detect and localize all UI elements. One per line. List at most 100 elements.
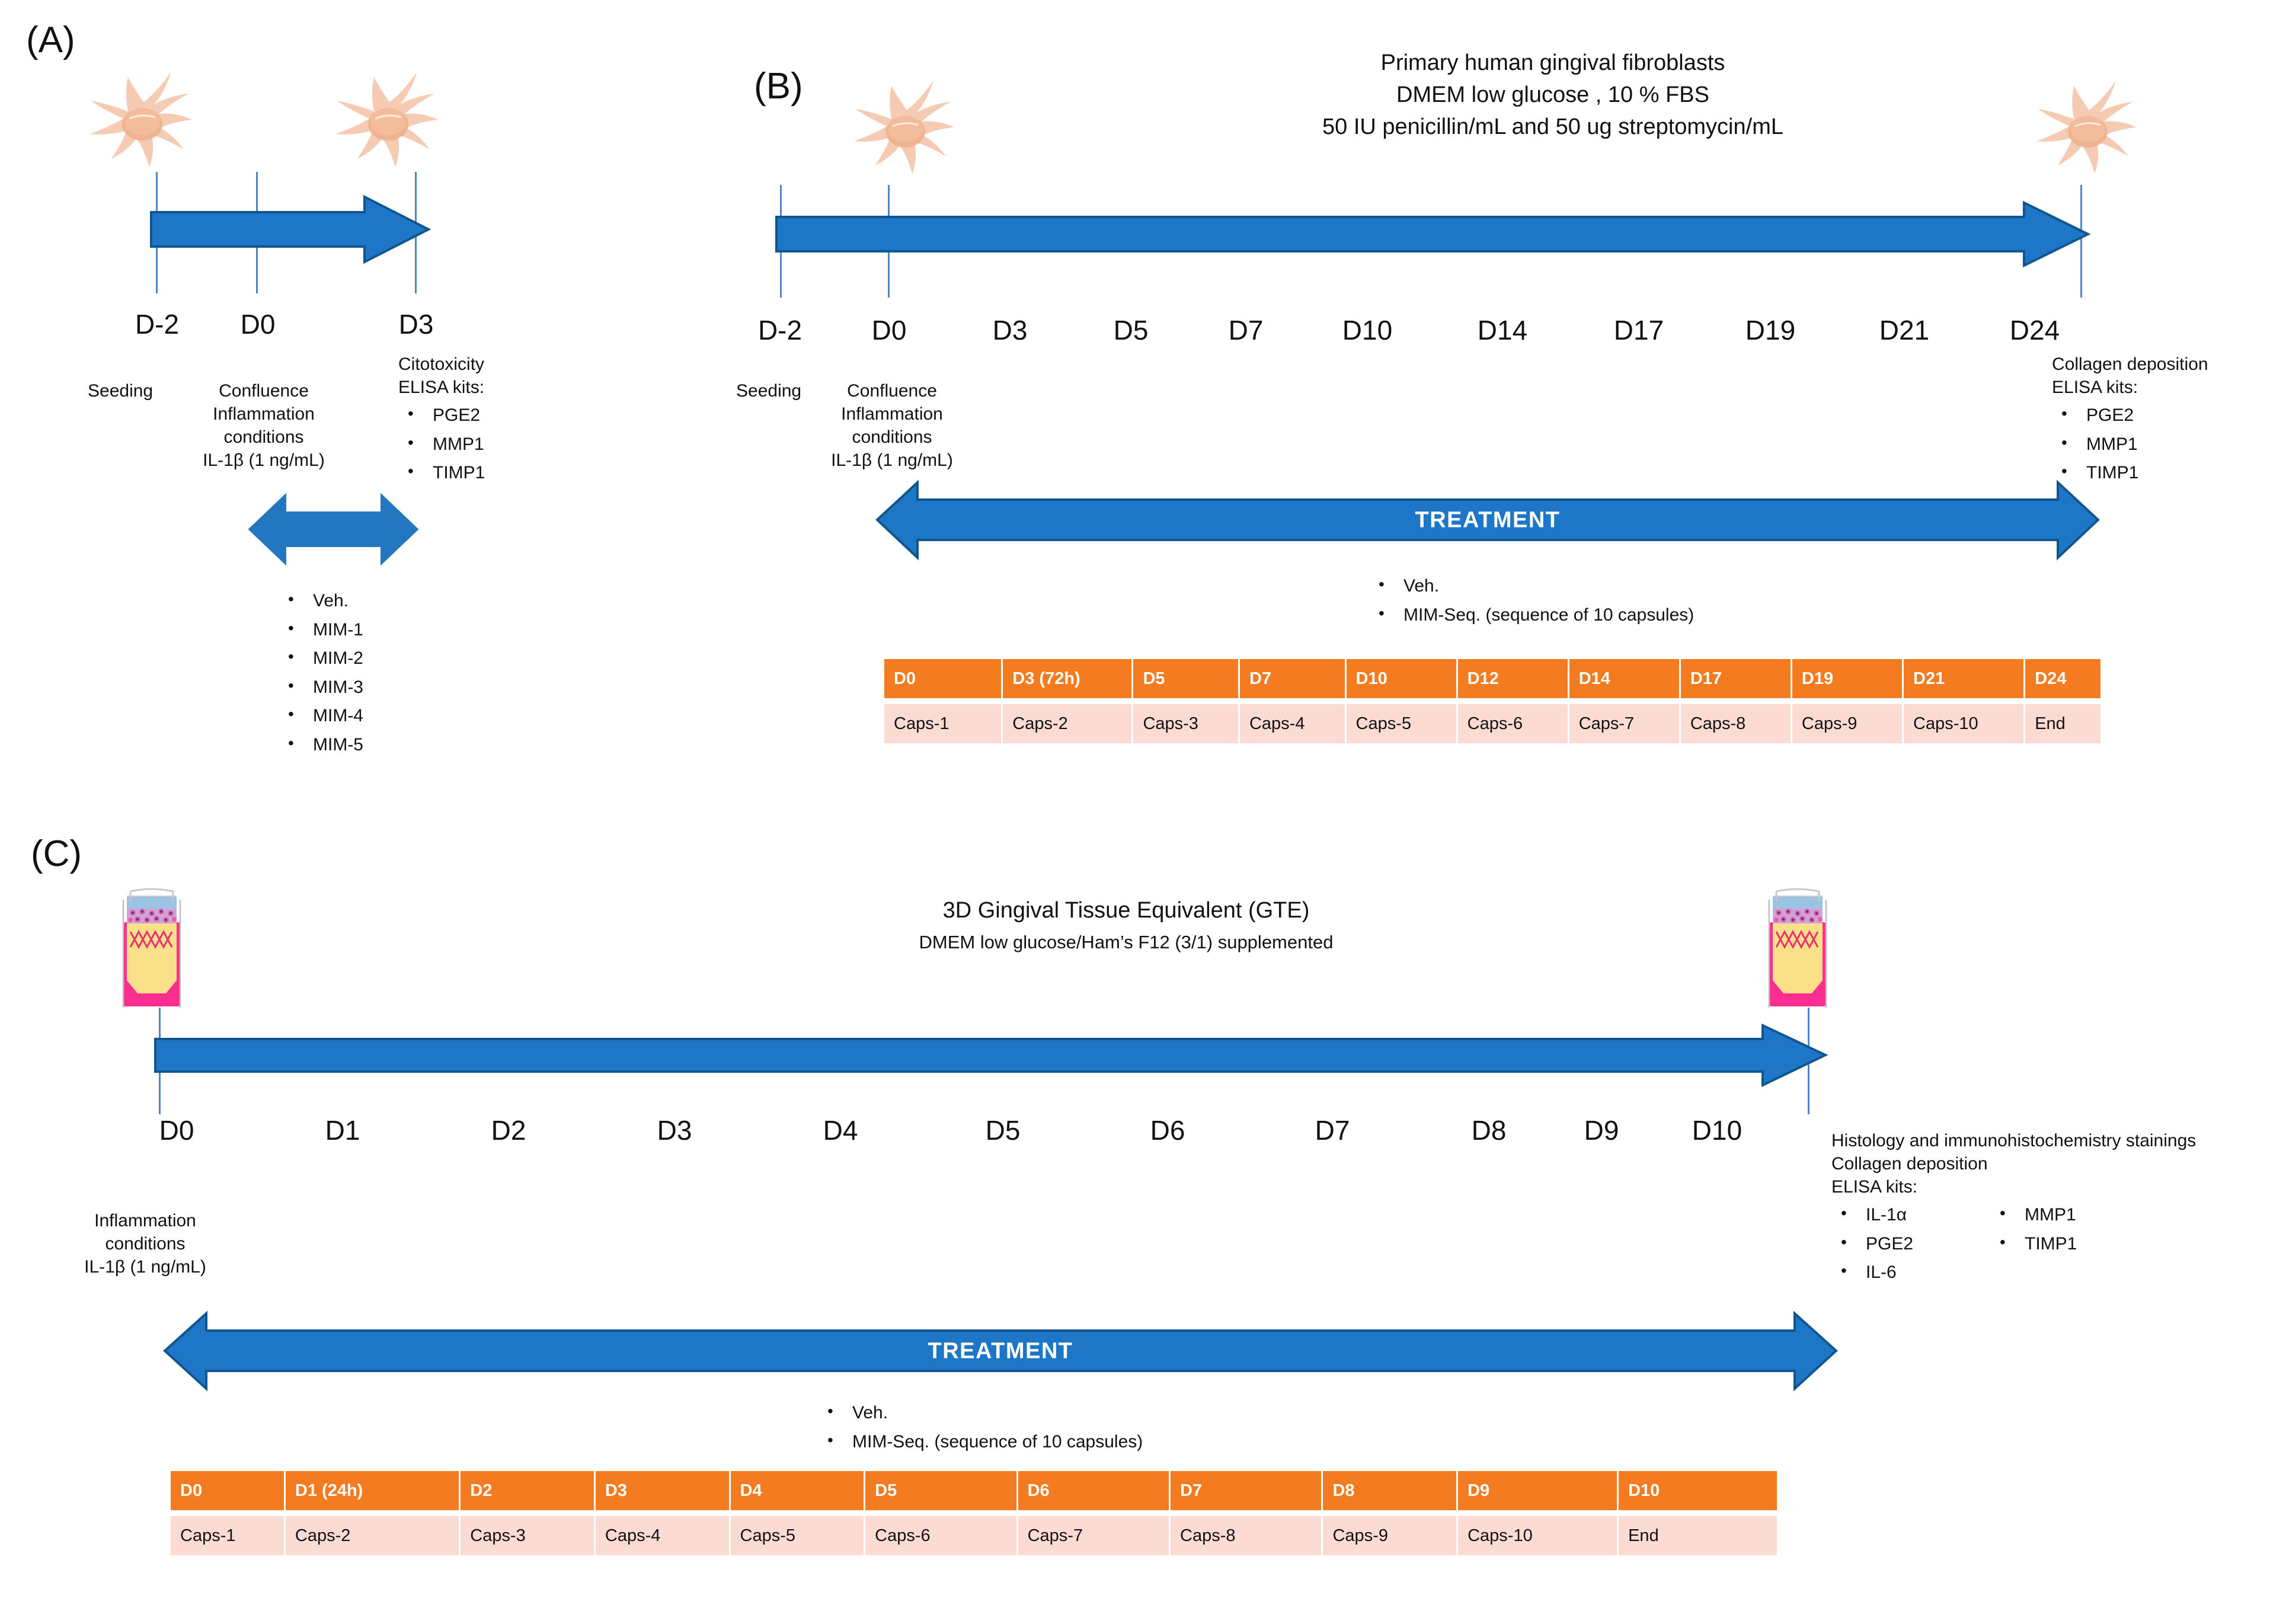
table-header-cell: D0: [171, 1471, 286, 1510]
table-cell: Caps-3: [459, 1516, 596, 1555]
panel-b-capsule-table: D0 D3 (72h) D5 D7 D10 D12 D14 D17 D19 D2…: [884, 659, 2100, 743]
list-item: PGE2: [1831, 1229, 1913, 1259]
panel-c-treatment-list: Veh. MIM-Seq. (sequence of 10 capsules): [818, 1398, 1143, 1457]
day-label: D21: [1879, 315, 1930, 346]
table-cell: Caps-6: [864, 1516, 1018, 1555]
readout-bullet-list-col2: MMP1 TIMP1: [1990, 1200, 2077, 1258]
table-cell: Caps-5: [1345, 704, 1458, 743]
readout-title-line: Collagen deposition: [2052, 354, 2208, 374]
panel-c-letter: (C): [31, 833, 82, 874]
gte-insert-icon: [105, 888, 198, 1014]
table-header-cell: D7: [1239, 659, 1347, 698]
confluence-note: Confluence Inflammation conditions IL-1β…: [178, 379, 350, 472]
table-header-cell: D4: [730, 1471, 866, 1510]
list-item: PGE2: [2052, 400, 2270, 430]
readout-title-line: ELISA kits:: [398, 378, 485, 397]
header-line: Primary human gingival fibroblasts: [1380, 50, 1725, 75]
day-label: D2: [491, 1115, 526, 1146]
list-item: Veh.: [279, 586, 363, 616]
readout-title-line: Citotoxicity: [398, 354, 485, 374]
day-label: D0: [240, 309, 276, 340]
confluence-note-line: conditions: [852, 427, 932, 447]
list-item: Veh.: [818, 1398, 1143, 1428]
table-header-cell: D2: [459, 1471, 596, 1510]
list-item: MIM-3: [279, 672, 363, 702]
list-item: PGE2: [398, 400, 600, 430]
list-item: MIM-4: [279, 701, 363, 731]
table-header-cell: D3 (72h): [1002, 659, 1134, 698]
panel-a-treatment-arrow: [248, 491, 419, 568]
timeline-tick: [2080, 185, 2082, 298]
day-label: D4: [823, 1115, 858, 1146]
list-item: TIMP1: [2052, 458, 2270, 488]
list-item: MIM-5: [279, 730, 363, 760]
confluence-note-line: IL-1β (1 ng/mL): [203, 450, 325, 470]
table-header-cell: D3: [594, 1471, 731, 1510]
day-label: D9: [1584, 1115, 1619, 1146]
list-item: MIM-Seq. (sequence of 10 capsules): [818, 1427, 1143, 1457]
table-cell: Caps-3: [1132, 704, 1240, 743]
day-label: D10: [1692, 1115, 1743, 1146]
panel-a-timeline-arrow: [150, 194, 431, 264]
readout-title-line: ELISA kits:: [1831, 1177, 1918, 1197]
confluence-note-line: Inflammation: [213, 404, 315, 424]
day-label: D3: [657, 1115, 692, 1146]
inflammation-note-line: Inflammation: [94, 1211, 196, 1230]
table-cell: Caps-7: [1568, 704, 1681, 743]
table-cell: Caps-6: [1457, 704, 1569, 743]
day-label: D10: [1342, 315, 1393, 346]
table-header-cell: D21: [1903, 659, 2026, 698]
table-row: Caps-1 Caps-2 Caps-3 Caps-4 Caps-5 Caps-…: [171, 1516, 1777, 1555]
table-header-cell: D10: [1617, 1471, 1777, 1510]
day-label: D0: [159, 1115, 194, 1146]
panel-c-treatment-arrow: TREATMENT: [163, 1310, 1838, 1392]
table-cell: Caps-2: [284, 1516, 461, 1555]
day-label: D6: [1150, 1115, 1185, 1146]
table-header-cell: D5: [1132, 659, 1240, 698]
panel-c-capsule-table: D0 D1 (24h) D2 D3 D4 D5 D6 D7 D8 D9 D10 …: [171, 1471, 1777, 1555]
list-item: Veh.: [1369, 571, 1694, 601]
fibroblast-cell-icon: [65, 65, 222, 184]
fibroblast-cell-icon: [830, 74, 984, 190]
table-header-cell: D5: [864, 1471, 1018, 1510]
list-item: MMP1: [1990, 1200, 2077, 1230]
confluence-note: Confluence Inflammation conditions IL-1β…: [806, 379, 978, 472]
day-label: D3: [992, 315, 1028, 346]
day-label: D7: [1315, 1115, 1350, 1146]
list-item: MIM-2: [279, 643, 363, 673]
table-header-cell: D10: [1345, 659, 1458, 698]
day-label: D14: [1477, 315, 1528, 346]
table-cell: Caps-9: [1322, 1516, 1459, 1555]
table-header-cell: D9: [1457, 1471, 1619, 1510]
table-header-cell: D8: [1322, 1471, 1459, 1510]
day-label: D0: [871, 315, 907, 346]
table-cell: End: [1617, 1516, 1777, 1555]
seeding-note: Seeding: [736, 381, 802, 401]
fibroblast-cell-icon: [2012, 74, 2166, 190]
table-cell: Caps-9: [1791, 704, 1904, 743]
table-cell: Caps-2: [1002, 704, 1134, 743]
inflammation-note-line: IL-1β (1 ng/mL): [84, 1257, 206, 1277]
readout-title-line: Histology and immunohistochemistry stain…: [1831, 1131, 2197, 1150]
panel-b-timeline-arrow: [775, 200, 2091, 268]
table-cell: Caps-4: [594, 1516, 731, 1555]
list-item: MIM-Seq. (sequence of 10 capsules): [1369, 600, 1694, 630]
confluence-note-line: conditions: [223, 427, 304, 447]
day-label: D19: [1745, 315, 1796, 346]
table-header-row: D0 D1 (24h) D2 D3 D4 D5 D6 D7 D8 D9 D10: [171, 1471, 1777, 1510]
table-header-row: D0 D3 (72h) D5 D7 D10 D12 D14 D17 D19 D2…: [884, 659, 2100, 698]
table-header-cell: D14: [1568, 659, 1681, 698]
table-cell: Caps-4: [1239, 704, 1347, 743]
table-cell: Caps-7: [1017, 1516, 1171, 1555]
table-header-cell: D6: [1017, 1471, 1171, 1510]
day-label: D7: [1228, 315, 1264, 346]
panel-a-treatment-list: Veh. MIM-1 MIM-2 MIM-3 MIM-4 MIM-5: [279, 586, 363, 760]
panel-c-inflammation-note: Inflammation conditions IL-1β (1 ng/mL): [59, 1209, 231, 1278]
readout-title-line: ELISA kits:: [2052, 378, 2138, 397]
table-cell: Caps-1: [171, 1516, 286, 1555]
header-line: DMEM low glucose , 10 % FBS: [1396, 82, 1709, 107]
day-label: D8: [1471, 1115, 1507, 1146]
header-line: 50 IU penicillin/mL and 50 ug streptomyc…: [1322, 114, 1783, 139]
table-header-cell: D12: [1457, 659, 1569, 698]
confluence-note-line: Inflammation: [841, 404, 943, 424]
